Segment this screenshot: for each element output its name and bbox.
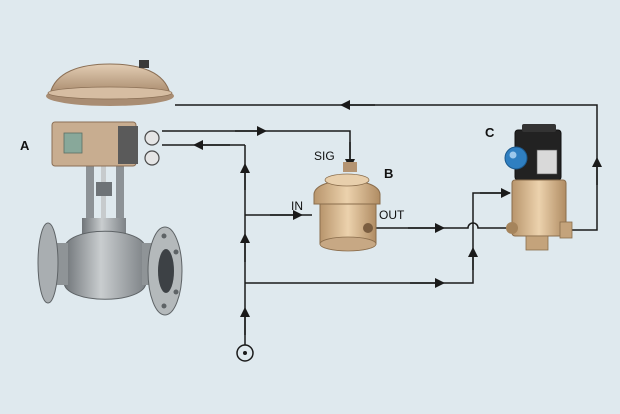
flange-bolt-1	[161, 233, 167, 239]
label-solenoid-c: C	[485, 125, 495, 140]
booster-outlet-port	[363, 223, 373, 233]
supply-lower-branch	[245, 192, 510, 284]
actuator-flange	[47, 86, 173, 100]
solenoid-knob	[504, 146, 528, 170]
label-booster-b: B	[384, 166, 393, 181]
actuator-vent-plug	[139, 60, 149, 68]
solenoid-valve	[504, 124, 573, 251]
piping	[162, 100, 602, 362]
flange-bolt-3	[173, 289, 179, 295]
valve-bore-right	[158, 249, 174, 293]
solenoid-outlet-port	[559, 221, 573, 239]
label-valve-a: A	[20, 138, 30, 153]
solenoid-exhaust-port	[525, 235, 549, 251]
positioner-gauge-top	[144, 130, 160, 146]
booster-out-line	[372, 222, 510, 229]
control-valve	[37, 60, 183, 316]
actuator-dome	[49, 63, 171, 95]
valve-body	[63, 230, 147, 300]
flange-bolt-4	[161, 303, 167, 309]
solenoid-valve-body	[511, 179, 567, 237]
valve-flange-left	[37, 222, 59, 304]
solenoid-label-plate	[536, 149, 558, 175]
solenoid-coil-top	[522, 124, 556, 132]
stem-connector	[96, 182, 112, 196]
valve-yoke-right	[116, 160, 124, 220]
volume-booster	[313, 162, 381, 252]
label-port-sig: SIG	[314, 149, 335, 163]
label-port-out: OUT	[379, 208, 405, 222]
positioner-display	[63, 132, 83, 154]
booster-signal-port	[343, 162, 357, 172]
positioner-gauge-bottom	[144, 150, 160, 166]
booster-cap-top	[324, 173, 370, 187]
positioner-terminal	[118, 126, 138, 164]
solenoid-inlet-port	[506, 222, 518, 234]
booster-base	[319, 236, 377, 252]
air-supply-source-dot	[243, 351, 247, 355]
flange-bolt-2	[173, 249, 179, 255]
solenoid-knob-highlight	[509, 151, 517, 159]
label-port-in: IN	[291, 199, 303, 213]
valve-yoke-left	[86, 160, 94, 220]
